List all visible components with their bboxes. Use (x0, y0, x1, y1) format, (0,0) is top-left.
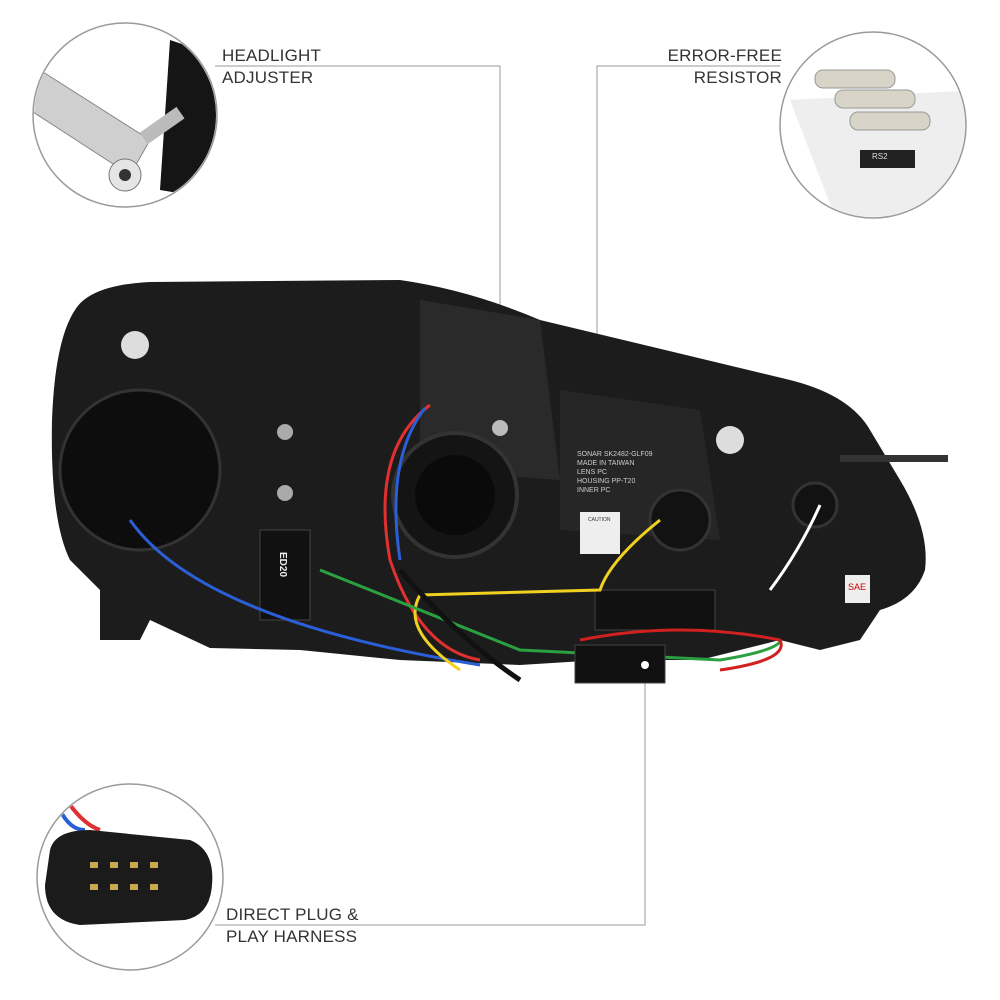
adjuster-bolt (277, 424, 293, 440)
resistor-code: RS2 (872, 152, 888, 161)
inset-harness-plug (36, 783, 224, 971)
label-line: PLAY HARNESS (226, 927, 358, 946)
label-line: ADJUSTER (222, 68, 314, 87)
harness-connector (574, 644, 666, 684)
label-line: HEADLIGHT (222, 46, 322, 65)
headlight-housing (51, 280, 948, 665)
housing-sticker: SONAR SK2482-GLF09 MADE IN TAIWAN LENS P… (577, 450, 652, 495)
sae-label: SAE (848, 582, 867, 592)
label-line: ERROR-FREE (667, 46, 782, 65)
harness-callout-line (215, 668, 646, 926)
sticker-line: SONAR SK2482-GLF09 (577, 451, 653, 458)
sticker-line: MADE IN TAIWAN (577, 460, 635, 467)
harness-label: DIRECT PLUG & PLAY HARNESS (226, 904, 359, 948)
label-line: RESISTOR (693, 68, 782, 87)
sticker-line: INNER PC (577, 487, 611, 494)
label-line: DIRECT PLUG & (226, 905, 359, 924)
error-free-resistor-label: ERROR-FREE RESISTOR (668, 45, 782, 89)
inset-error-free-resistor (779, 31, 967, 219)
sticker-line: HOUSING PP-T20 (577, 478, 636, 485)
sticker-line: LENS PC (577, 469, 607, 476)
headlight-adjuster-label: HEADLIGHT ADJUSTER (222, 45, 321, 89)
adjuster-callout-line (215, 65, 501, 410)
caution-label: CAUTION (588, 517, 611, 523)
module-label: ED20 (277, 551, 289, 578)
caution-sticker (580, 512, 620, 554)
wiring-harness (128, 403, 822, 684)
adjuster-bolt (492, 420, 508, 436)
high-beam-cap (58, 388, 222, 552)
inset-headlight-adjuster (32, 22, 218, 208)
